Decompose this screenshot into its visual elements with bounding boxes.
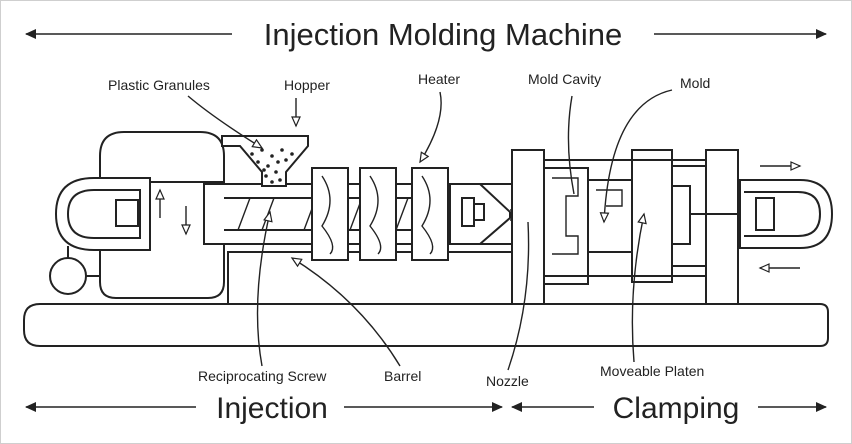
label-heater: Heater <box>418 71 460 87</box>
tie-bars <box>544 159 706 277</box>
label-barrel: Barrel <box>384 368 421 384</box>
plastic-granules-dots <box>250 148 294 184</box>
label-mold: Mold <box>680 75 710 91</box>
stationary-platen <box>511 149 589 305</box>
heater-bands <box>311 167 449 261</box>
label-hopper: Hopper <box>284 77 330 93</box>
label-mold-cavity: Mold Cavity <box>528 71 601 87</box>
section-label-clamping: Clamping <box>613 392 740 425</box>
label-moveable-platen: Moveable Platen <box>600 363 704 379</box>
label-nozzle: Nozzle <box>486 373 529 389</box>
leader-plastic-granules <box>187 95 264 149</box>
leader-mold <box>599 89 673 224</box>
leader-mold-cavity <box>567 95 575 195</box>
injection-hydraulic-unit <box>49 131 225 299</box>
label-reciprocating-screw: Reciprocating Screw <box>198 368 327 384</box>
leader-heater <box>419 91 442 164</box>
machine-base <box>23 303 829 347</box>
mold-cavity-block <box>587 179 633 253</box>
leader-reciprocating-screw <box>256 210 273 367</box>
clamping-unit <box>690 149 834 305</box>
diagram-title: Injection Molding Machine <box>264 17 622 52</box>
leader-barrel <box>290 257 401 367</box>
leader-moveable-platen <box>631 212 647 363</box>
label-plastic-granules: Plastic Granules <box>108 77 210 93</box>
hopper <box>221 135 309 187</box>
section-label-injection: Injection <box>216 392 328 425</box>
leader-nozzle <box>507 221 530 371</box>
